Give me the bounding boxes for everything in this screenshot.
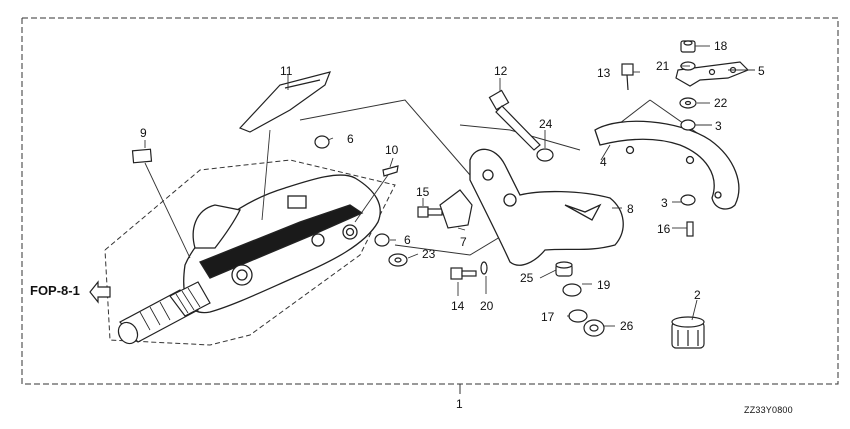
part-callout-8: 8 [627, 202, 634, 216]
part-callout-24: 24 [539, 117, 553, 131]
washer-part [388, 253, 408, 267]
part-callout-3: 3 [661, 196, 668, 210]
part-callout-1: 1 [456, 397, 463, 411]
part-callout-5: 5 [758, 64, 765, 78]
bolt-part [417, 206, 443, 218]
part-callout-11: 11 [280, 64, 293, 78]
reference-arrow-icon [89, 280, 111, 304]
part-callout-6: 6 [404, 233, 411, 247]
handle-group-outline [104, 159, 396, 346]
label-plate-part [131, 148, 153, 164]
arm-bracket-part [469, 148, 624, 266]
throttle-grip-part [117, 281, 211, 345]
part-callout-13: 13 [597, 66, 611, 80]
washer-part [679, 61, 697, 206]
part-callout-14: 14 [451, 299, 465, 313]
bolt-part [621, 63, 634, 91]
grommet-part [314, 135, 390, 247]
part-callout-2: 2 [694, 288, 701, 302]
assembly-frame [21, 17, 839, 385]
part-callout-12: 12 [494, 64, 508, 78]
stud-part [686, 221, 694, 237]
part-callout-6: 6 [347, 132, 354, 146]
cable-grommet-part [671, 316, 705, 349]
part-callout-23: 23 [422, 247, 436, 261]
part-callout-17: 17 [541, 310, 555, 324]
drawing-code: ZZ33Y0800 [744, 405, 793, 415]
nut-part [680, 40, 696, 53]
spring-washer-part [480, 261, 488, 275]
nut-part [583, 319, 605, 337]
long-bolt-part [488, 89, 541, 151]
washer-part [536, 148, 554, 162]
part-callout-18: 18 [714, 39, 728, 53]
part-callout-21: 21 [656, 59, 670, 73]
washer-part [562, 283, 582, 297]
collar-part [555, 261, 573, 277]
part-callout-15: 15 [416, 185, 430, 199]
part-callout-25: 25 [520, 271, 534, 285]
reference-label: FOP-8-1 [30, 283, 80, 298]
part-callout-10: 10 [385, 143, 399, 157]
handle-body-part [183, 174, 381, 314]
part-callout-9: 9 [140, 126, 147, 140]
washer-part [568, 309, 588, 323]
part-callout-22: 22 [714, 96, 728, 110]
part-callout-20: 20 [480, 299, 494, 313]
bolt-part [450, 267, 477, 280]
leader-lines [144, 45, 755, 327]
small-clip-part [382, 165, 399, 177]
part-callout-3: 3 [715, 119, 722, 133]
part-callout-26: 26 [620, 319, 634, 333]
part-callout-16: 16 [657, 222, 671, 236]
bracket-part [439, 189, 473, 229]
grip-cover-part [238, 71, 331, 133]
part-callout-4: 4 [600, 155, 607, 169]
part-callout-7: 7 [460, 235, 467, 249]
part-callout-19: 19 [597, 278, 611, 292]
